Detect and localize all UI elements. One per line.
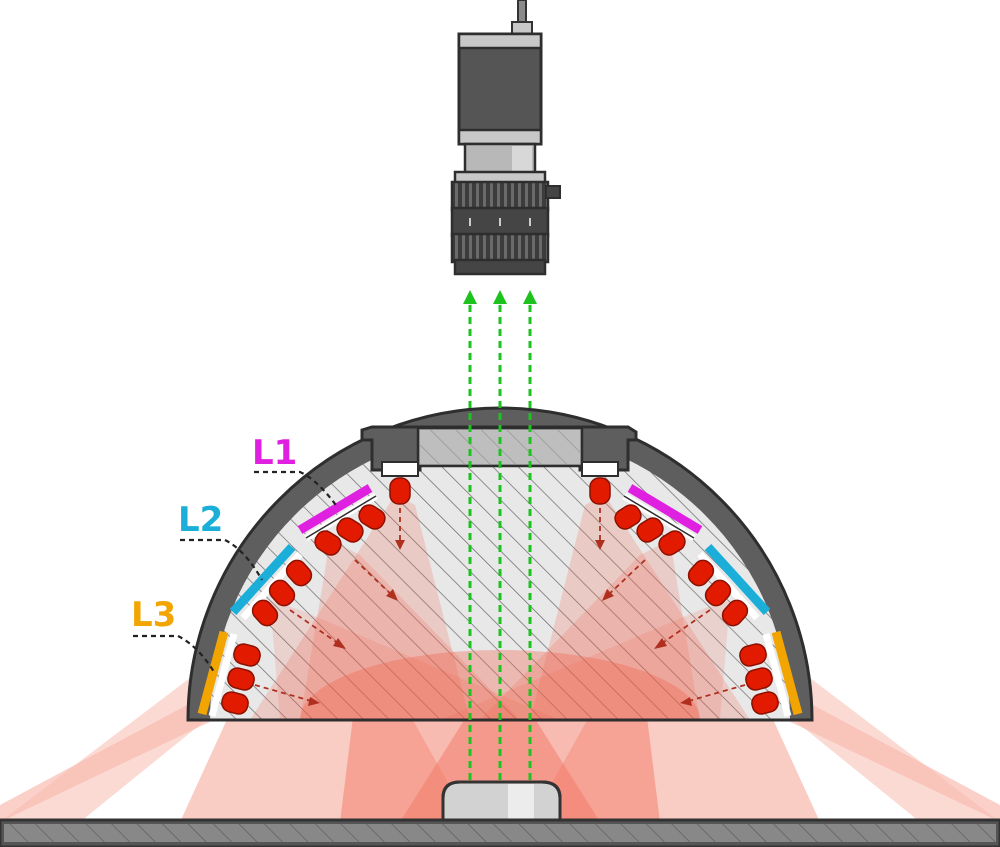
camera-icon [457,0,543,176]
light-glow-inside [250,495,750,720]
l1-strip-left [297,484,373,534]
reflected-light-rays [468,302,532,780]
l3-strip-right [771,630,803,716]
l1-strip-right [627,484,703,534]
label-l3: L3 [131,595,176,635]
led-icon [221,477,779,715]
lens-icon [450,170,561,276]
leader-lines [133,470,339,673]
ray-arrow-heads [463,290,537,304]
led-light-direction-arrows [254,508,746,703]
label-l1: L1 [252,433,297,473]
label-l2: L2 [178,500,223,540]
l3-strip-left [197,630,229,716]
inspected-object-icon [441,780,562,822]
led-arrow-heads [308,540,692,706]
base-plate [0,818,1000,847]
dome-light-housing [186,406,814,722]
l2-strip-right [704,543,771,616]
